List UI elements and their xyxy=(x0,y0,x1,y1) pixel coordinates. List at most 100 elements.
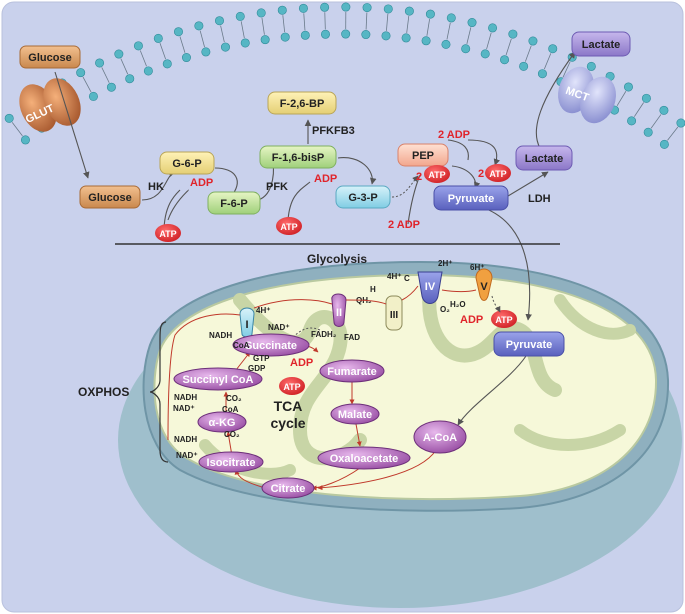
lipid-head xyxy=(586,61,596,71)
lipid-head xyxy=(643,127,653,137)
fumarate-node: Fumarate xyxy=(319,359,385,383)
citrate-node: Citrate xyxy=(261,477,315,499)
lipid-tail xyxy=(199,30,205,48)
svg-text:ATP: ATP xyxy=(159,229,176,239)
cofactor-o2: O₂ xyxy=(440,305,450,314)
lipid-head xyxy=(508,29,518,39)
svg-text:Succinate: Succinate xyxy=(245,340,297,352)
lipid-head xyxy=(88,91,98,101)
svg-text:Pyruvate: Pyruvate xyxy=(448,193,494,205)
two-atp-g3p-num: 2 xyxy=(416,171,422,183)
cofactor-h2o: H₂O xyxy=(450,300,466,309)
mitochondrion xyxy=(118,260,682,608)
lipid-head xyxy=(383,4,393,14)
pyruvate-mito-node: Pyruvate xyxy=(493,331,565,357)
lipid-head xyxy=(488,23,498,33)
glucose-in-node: Glucose xyxy=(79,185,141,209)
hk-label: HK xyxy=(148,181,164,193)
lipid-head xyxy=(467,18,477,28)
lipid-head xyxy=(627,116,637,126)
lipid-tail xyxy=(667,126,679,141)
atp-pyruvate-right: ATP xyxy=(485,164,511,182)
lipid-head xyxy=(153,33,163,43)
complex-iv-2h: 2H⁺ xyxy=(438,259,452,268)
svg-text:V: V xyxy=(480,281,488,293)
lipid-tail xyxy=(386,13,389,31)
svg-text:ATP: ATP xyxy=(495,315,512,325)
lipid-head xyxy=(528,36,538,46)
lipid-head xyxy=(235,11,245,21)
svg-text:G-3-P: G-3-P xyxy=(348,192,377,204)
g6p-node: G-6-P xyxy=(159,151,215,175)
lipid-tail xyxy=(282,15,286,33)
glucose-out-node: Glucose xyxy=(19,45,81,69)
tca-nadh-2: NADH xyxy=(174,393,197,402)
lipid-head xyxy=(381,31,391,41)
lipid-tail xyxy=(324,12,326,30)
cofactor-c: C xyxy=(404,274,410,283)
svg-text:ATP: ATP xyxy=(283,382,300,392)
malate-node: Malate xyxy=(330,403,380,425)
lipid-head xyxy=(201,47,211,57)
lipid-tail xyxy=(365,12,368,30)
lipid-head xyxy=(519,61,529,71)
svg-text:Isocitrate: Isocitrate xyxy=(207,457,256,469)
svg-text:Malate: Malate xyxy=(338,409,372,421)
lipid-head xyxy=(173,27,183,37)
complex-iii-4h: 4H⁺ xyxy=(387,272,401,281)
svg-text:Succinyl CoA: Succinyl CoA xyxy=(183,374,254,386)
tca-gdp: GDP xyxy=(248,364,266,373)
two-adp-g3p: 2 ADP xyxy=(388,219,420,231)
lipid-head xyxy=(641,93,651,103)
lipid-tail xyxy=(562,61,571,78)
lipid-head xyxy=(280,32,290,42)
cofactor-fad: FAD xyxy=(344,333,360,342)
f16bisp-node: F-1,6-bisP xyxy=(259,145,337,169)
lipid-head xyxy=(441,39,451,49)
svg-text:ATP: ATP xyxy=(280,222,297,232)
atp-hk: ATP xyxy=(155,224,181,242)
complex-iii: III xyxy=(385,295,403,331)
lipid-tail xyxy=(426,18,431,36)
lipid-tail xyxy=(261,17,265,35)
tca-coa-2: CoA xyxy=(222,405,239,414)
lipid-head xyxy=(320,29,330,39)
svg-text:Pyruvate: Pyruvate xyxy=(506,339,552,351)
lipid-head xyxy=(421,36,431,46)
lipid-head xyxy=(446,13,456,23)
lipid-head xyxy=(659,105,669,115)
svg-text:Lactate: Lactate xyxy=(525,153,564,165)
lipid-head xyxy=(320,2,330,12)
lipid-head xyxy=(404,6,414,16)
two-atp-pep-num: 2 xyxy=(478,168,484,180)
lipid-head xyxy=(133,41,143,51)
lipid-head xyxy=(300,30,310,40)
lipid-tail xyxy=(616,91,627,107)
isocitrate-node: Isocitrate xyxy=(198,451,264,473)
lipid-head xyxy=(341,29,351,39)
mct-transporter: MCT xyxy=(558,66,616,124)
complex-ii: II xyxy=(331,293,347,327)
lipid-tail xyxy=(139,50,147,67)
complex-v: V xyxy=(475,268,493,301)
succinate-node: Succinate xyxy=(232,333,310,357)
complex-v-6h: 6H⁺ xyxy=(470,263,484,272)
lipid-tail xyxy=(446,22,451,40)
lipid-head xyxy=(623,82,633,92)
lipid-tail xyxy=(179,36,186,53)
tca-co2-2: CO₂ xyxy=(224,430,240,439)
adp-complex-v: ADP xyxy=(460,314,483,326)
lipid-head xyxy=(425,9,435,19)
lipid-head xyxy=(260,35,270,45)
succinyl-coa-node: Succinyl CoA xyxy=(173,367,263,391)
pep-node: PEP xyxy=(397,143,449,167)
atp-pfk: ATP xyxy=(276,217,302,235)
lipid-tail xyxy=(406,16,410,34)
lipid-tail xyxy=(120,58,129,75)
two-adp-pep: 2 ADP xyxy=(438,129,470,141)
lipid-tail xyxy=(633,102,644,117)
lipid-head xyxy=(114,49,124,59)
lactate-out-node: Lactate xyxy=(571,31,631,57)
lipid-head xyxy=(214,16,224,26)
